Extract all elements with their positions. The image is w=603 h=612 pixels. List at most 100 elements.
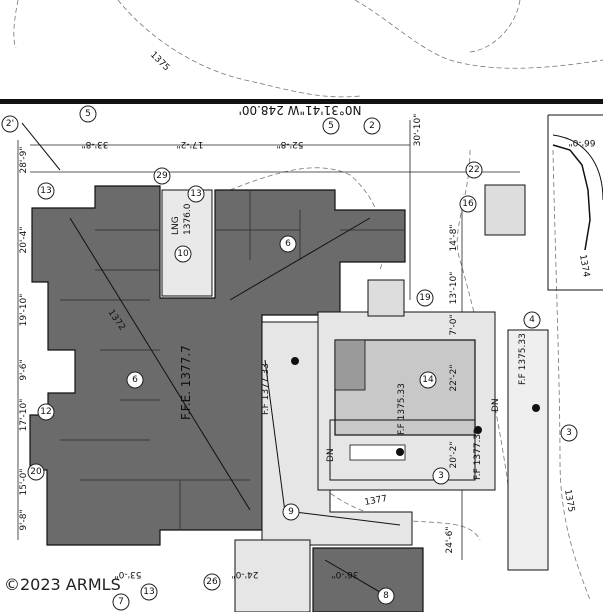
dimension-label: 53'-0"	[114, 569, 141, 579]
contour-line	[354, 0, 603, 69]
ff-elevation: F.F 1377.33	[261, 363, 271, 415]
contour-line	[117, 0, 361, 98]
spa	[367, 279, 405, 317]
svg-text:22: 22	[468, 165, 479, 175]
svg-text:13: 13	[190, 189, 201, 199]
callout-tag: 26	[203, 573, 221, 591]
dimension-label: 14'-8"	[449, 224, 459, 251]
dimension-label: 20'-4"	[19, 226, 29, 253]
callout-tag: 19	[416, 289, 434, 307]
callout-tag: 20	[27, 463, 45, 481]
svg-text:2: 2	[369, 121, 375, 131]
svg-text:13: 13	[40, 186, 51, 196]
contour-label: 1377	[364, 494, 388, 508]
callout-tag: 13	[187, 185, 205, 203]
dimension-label: 52'-8"	[276, 139, 303, 149]
callout-tag: 12	[37, 403, 55, 421]
svg-text:8: 8	[383, 591, 389, 601]
callout-tag: 2	[363, 117, 381, 135]
callout-tag: 29	[153, 167, 171, 185]
svg-text:2': 2'	[6, 119, 14, 129]
dimension-label: 17'-10"	[19, 399, 29, 432]
leader-lines	[21, 122, 401, 596]
property-line-label: N0°31'41"W 248.00'	[239, 103, 362, 117]
svg-text:26: 26	[206, 577, 218, 587]
callout-tags: 2' 5 5 2 29 13 13 10 6 6 22 16 19 4 14 1…	[1, 105, 578, 611]
callout-tag: 9	[282, 503, 300, 521]
pool-deck-edge	[329, 419, 476, 481]
callout-tag: 5	[322, 117, 340, 135]
callout-tag: 7	[112, 593, 130, 611]
dimension-label: 15'-0"	[19, 468, 29, 495]
svg-text:13: 13	[143, 587, 154, 597]
callout-tag: 3	[432, 467, 450, 485]
svg-text:12: 12	[40, 407, 51, 417]
curb-line	[552, 144, 591, 251]
callout-tag: 5	[79, 105, 97, 123]
callout-tag: 3	[560, 424, 578, 442]
contour-line	[469, 0, 521, 53]
callout-tag: 6	[279, 235, 297, 253]
dimension-label: 28'-9"	[19, 146, 29, 173]
dimension-label: 19'-10"	[19, 294, 29, 327]
ff-elevation: F.F 1375.33	[397, 383, 407, 435]
svg-text:16: 16	[462, 199, 474, 209]
driveway-curve	[552, 134, 603, 201]
dimension-label: 17'-2"	[176, 139, 203, 149]
callout-tag: 2'	[1, 115, 19, 133]
garage	[312, 547, 424, 612]
lng-label: LNG	[171, 216, 181, 235]
callout-tag: 6	[126, 371, 144, 389]
elevation-markers	[291, 357, 540, 456]
side-walkway	[507, 329, 549, 571]
dimension-label: 22'-2"	[449, 364, 459, 391]
callout-tag: 13	[140, 583, 158, 601]
svg-text:14: 14	[422, 375, 434, 385]
adjacent-structure	[547, 114, 603, 291]
svg-text:4: 4	[529, 315, 535, 325]
contour-line	[229, 167, 385, 271]
contour-line	[552, 149, 591, 601]
svg-text:7: 7	[118, 597, 124, 607]
watermark: ©2023 ARMLS	[4, 575, 121, 594]
contour-label: 1375	[562, 489, 576, 513]
svg-text:3: 3	[438, 471, 444, 481]
dimension-label: 20'-2"	[449, 441, 459, 468]
svg-text:6: 6	[132, 375, 138, 385]
fire-feature	[349, 444, 406, 461]
dimension-label: 36'-0"	[331, 569, 358, 579]
dimension-label: 9'-8"	[19, 509, 29, 530]
interior-walls	[60, 190, 405, 530]
callout-tag: 10	[174, 245, 192, 263]
note-dn: DN	[326, 448, 336, 462]
dimension-labels: 28'-9" 20'-4" 19'-10" 9'-6" 17'-10" 15'-…	[19, 114, 596, 579]
property-line	[0, 99, 603, 104]
dimension-label: 30'-10"	[413, 114, 423, 147]
pool-steps	[334, 339, 366, 391]
lng-value: 1376.0	[183, 203, 193, 235]
svg-text:5: 5	[328, 121, 334, 131]
callout-tag: 22	[465, 161, 483, 179]
svg-text:3: 3	[566, 428, 572, 438]
drive-paving	[234, 539, 311, 612]
utility-pad	[484, 184, 526, 236]
dimension-label: 66'-0"	[568, 137, 595, 147]
svg-text:10: 10	[177, 249, 189, 259]
note-dn: DN	[491, 398, 501, 412]
ffe-main-label: F.F.E. 1377.7	[179, 345, 193, 420]
callout-tag: 14	[419, 371, 437, 389]
callout-tag: 8	[377, 587, 395, 605]
svg-text:6: 6	[285, 239, 291, 249]
callout-tag: 16	[459, 195, 477, 213]
dimension-label: 9'-6"	[19, 359, 29, 380]
svg-text:9: 9	[288, 507, 294, 517]
dimension-label: 7'-0"	[449, 314, 459, 335]
courtyard-lng	[161, 189, 213, 297]
svg-text:20: 20	[30, 467, 42, 477]
dimension-label: 33'-8"	[81, 139, 108, 149]
contour-label: 1374	[577, 254, 591, 279]
dimension-label: 13'-10"	[449, 272, 459, 305]
svg-text:29: 29	[156, 171, 168, 181]
callout-tag: 13	[37, 182, 55, 200]
